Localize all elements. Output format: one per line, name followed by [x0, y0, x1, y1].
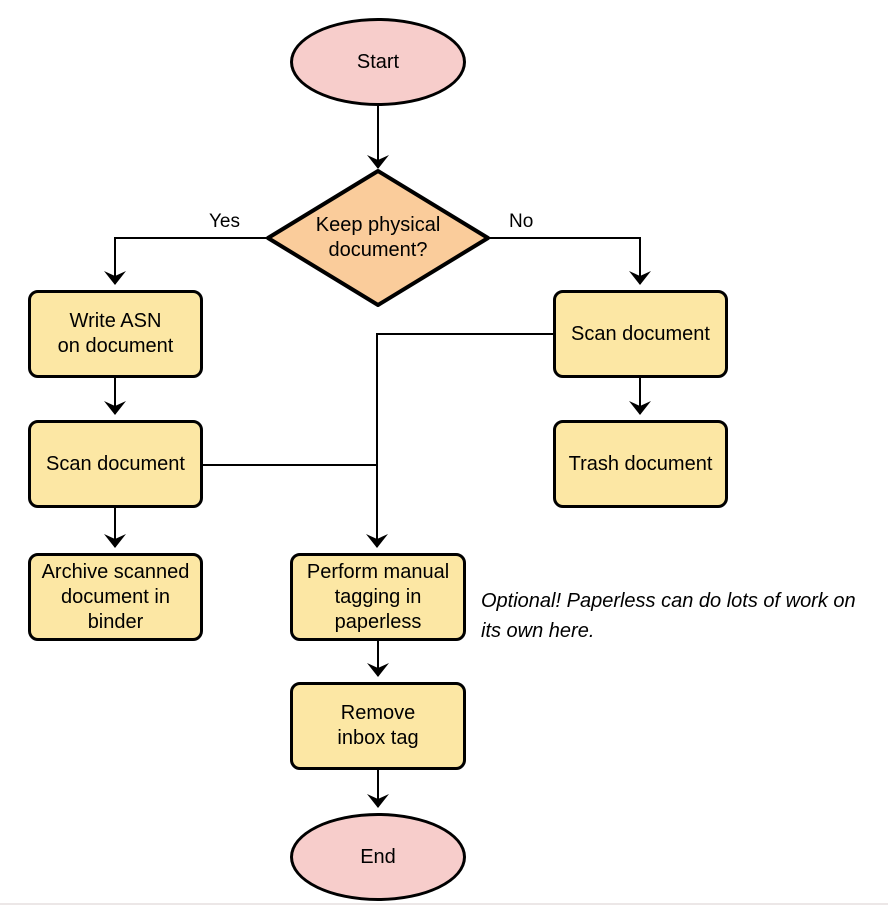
node-manual-tagging: Perform manual tagging in paperless: [290, 553, 466, 641]
node-archive-binder: Archive scanned document in binder: [28, 553, 203, 641]
node-scan-document-left: Scan document: [28, 420, 203, 508]
node-archive-binder-label: Archive scanned document in binder: [41, 560, 190, 633]
node-remove-inbox-tag-label: Remove inbox tag: [337, 702, 419, 749]
node-decision: Keep physical document?: [266, 172, 490, 304]
edge-scan-right-to-tagging: [366, 333, 553, 548]
node-end-label: End: [360, 845, 396, 868]
decision-diamond-shape: [266, 169, 490, 307]
node-write-asn-label: Write ASN on document: [57, 310, 174, 357]
node-trash-document: Trash document: [553, 420, 728, 508]
node-manual-tagging-label: Perform manual tagging in paperless: [306, 560, 450, 633]
edge-decision-no-to-scan-right: [488, 237, 651, 285]
node-start: Start: [290, 18, 466, 106]
optional-note: Optional! Paperless can do lots of work …: [481, 590, 856, 642]
node-trash-document-label: Trash document: [568, 452, 713, 475]
node-end: End: [290, 813, 466, 901]
edge-label-no: No: [509, 211, 534, 232]
node-decision-label: Keep physical document?: [315, 214, 441, 261]
window-bottom-edge: [0, 903, 888, 905]
node-scan-document-left-label: Scan document: [46, 452, 185, 475]
edge-label-yes: Yes: [209, 211, 240, 232]
node-remove-inbox-tag: Remove inbox tag: [290, 682, 466, 770]
node-write-asn: Write ASN on document: [28, 290, 203, 378]
node-scan-document-right: Scan document: [553, 290, 728, 378]
edge-decision-yes-to-write-asn: [104, 237, 268, 285]
node-scan-document-right-label: Scan document: [571, 322, 710, 345]
node-start-label: Start: [356, 50, 400, 73]
